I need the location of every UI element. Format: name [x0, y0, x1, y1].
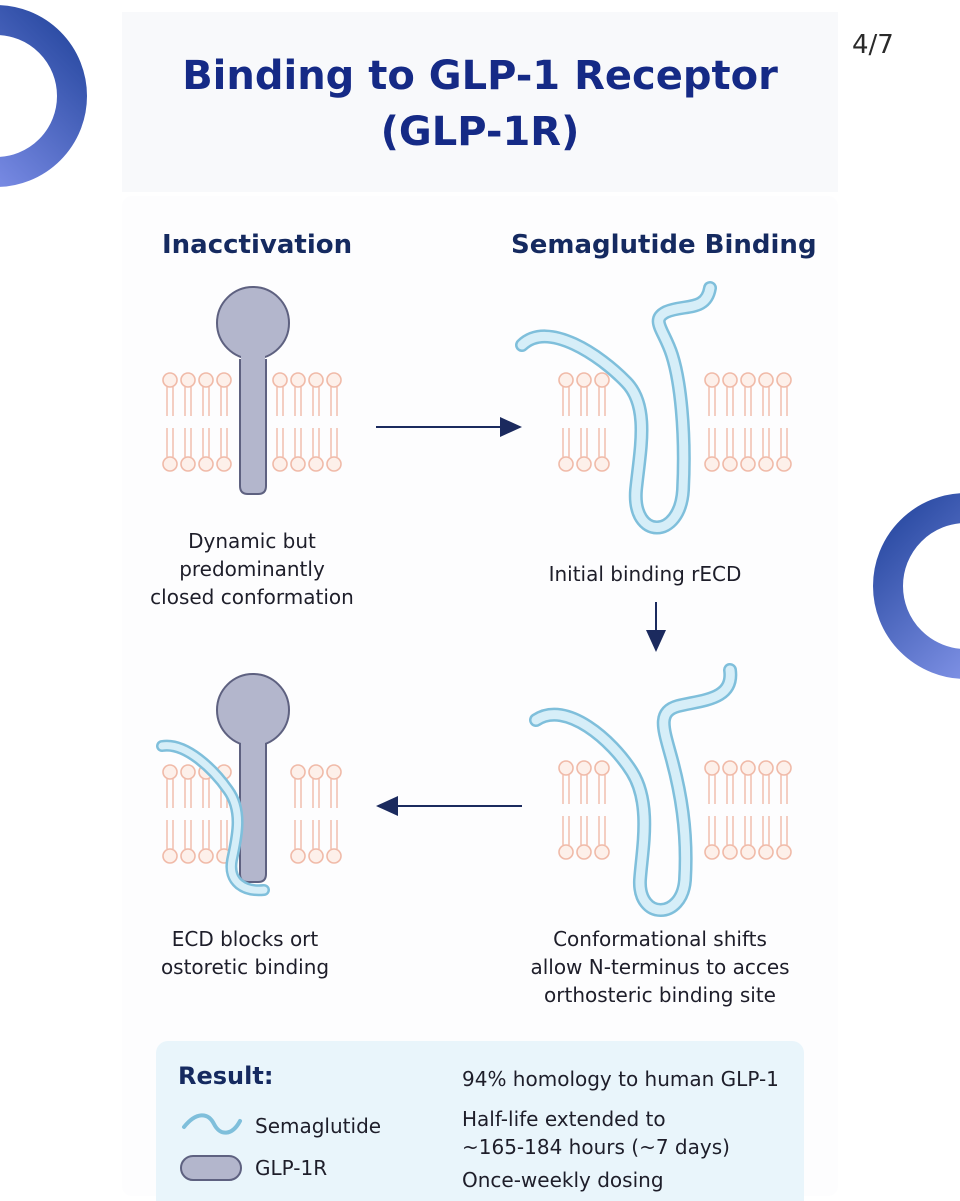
legend-label-glp1r: GLP-1R	[255, 1156, 328, 1180]
result-panel	[156, 1041, 804, 1201]
caption-inactivation: Dynamic but predominantly closed conform…	[132, 527, 372, 611]
caption-conformational-shift-line-1: Conformational shifts	[553, 927, 767, 951]
result-fact-dosing: Once-weekly dosing	[462, 1168, 664, 1192]
caption-conformational-shift-line-2: allow N-terminus to acces	[530, 955, 790, 979]
heading-semaglutide-binding: Semaglutide Binding	[511, 230, 817, 260]
decor-ring-top-left	[0, 5, 87, 187]
caption-inactivation-line-2: predominantly	[179, 557, 325, 581]
receptor-bottom-left	[216, 673, 290, 883]
title-band	[122, 12, 838, 192]
caption-semaglutide-binding: Initial binding rECD	[520, 560, 770, 588]
legend-label-semaglutide: Semaglutide	[255, 1114, 382, 1138]
decor-ring-right	[873, 493, 960, 679]
caption-inactivation-line-3: closed conformation	[150, 585, 354, 609]
semaglutide-peptide-bottom-left	[156, 739, 270, 897]
semaglutide-peptide-bottom-right	[529, 663, 738, 917]
page-title-line-2: (GLP-1R)	[380, 109, 580, 155]
heading-inactivation: Inacctivation	[162, 230, 353, 260]
caption-semaglutide-binding-line-1: Initial binding rECD	[548, 562, 742, 586]
result-fact-homology: 94% homology to human GLP-1	[462, 1067, 779, 1091]
receptor-top-left	[216, 286, 290, 495]
caption-conformational-shift: Conformational shifts allow N-terminus t…	[500, 925, 820, 1009]
caption-ecd-blocks-line-1: ECD blocks ort	[171, 927, 319, 951]
semaglutide-peptide-top-right	[515, 281, 717, 535]
caption-ecd-blocks: ECD blocks ort ostoretic binding	[150, 925, 340, 981]
caption-inactivation-line-1: Dynamic but	[188, 529, 316, 553]
page-title: Binding to GLP-1 Receptor (GLP-1R)	[122, 48, 838, 160]
caption-conformational-shift-line-3: orthosteric binding site	[544, 983, 776, 1007]
page-counter: 4/7	[852, 30, 894, 60]
result-fact-hours: ~165-184 hours (~7 days)	[462, 1135, 730, 1159]
caption-ecd-blocks-line-2: ostoretic binding	[160, 955, 330, 979]
result-title: Result:	[178, 1062, 274, 1090]
page-title-line-1: Binding to GLP-1 Receptor	[182, 53, 778, 99]
result-fact-half-life: Half-life extended to	[462, 1107, 666, 1131]
